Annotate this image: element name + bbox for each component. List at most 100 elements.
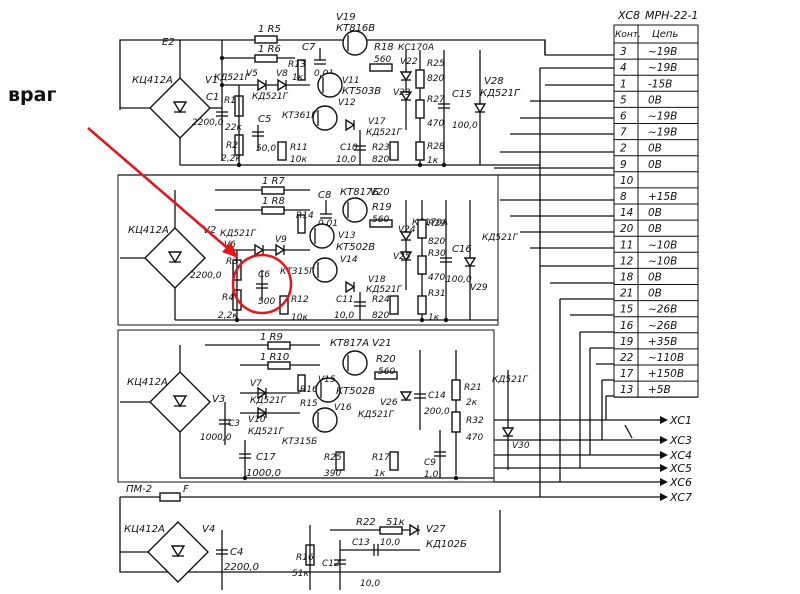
c14-value: 200,0 [424, 407, 450, 417]
connector-pin: 21 [620, 288, 633, 300]
c14-label: C14 [428, 391, 446, 401]
v4-label: V4 [202, 524, 215, 535]
connector-pin-header: Конт. [615, 30, 641, 40]
output-arrow [660, 464, 668, 472]
connector-pin: 22 [620, 352, 634, 364]
r1-label: R1 [224, 96, 236, 106]
c2-value: 2200,0 [190, 271, 222, 281]
c4-label: C4 [230, 547, 243, 558]
r23-label: R23 [372, 143, 390, 153]
section-3: КЦ412А V3 C3 1000,0 C17 1000,0 1 R9 1 R1… [117, 329, 530, 483]
r12-label: R12 [291, 295, 309, 305]
r27-value: 470 [427, 119, 444, 129]
v15-type: КТ502В [336, 386, 375, 397]
c13-label: C13 [352, 538, 370, 548]
v24-label: V24 [398, 225, 416, 235]
c9-label: C9 [424, 458, 436, 468]
v5-label: V5 [246, 69, 258, 79]
connector-circuit: +35B [648, 336, 677, 348]
c6-value: 500 [258, 297, 275, 307]
c17-label: C17 [256, 452, 276, 463]
c6-label: C6 [258, 270, 270, 280]
v19-label: V19 [336, 12, 356, 23]
v25-label: V25 [393, 252, 411, 262]
r3-label: R3 [226, 257, 238, 267]
v19-type: КТ816В [336, 23, 375, 34]
r30-value: 470 [428, 273, 445, 283]
r25b-value: 390 [324, 469, 341, 479]
connector-circuit: 0B [648, 159, 662, 171]
c12-value: 10,0 [360, 579, 380, 589]
v29-label: V29 [470, 283, 488, 293]
c10-label: C10 [340, 143, 358, 153]
r16b-label: R16 [296, 553, 314, 563]
c8-label: C8 [318, 190, 331, 201]
v28-label: V28 [484, 76, 504, 87]
r9-label: 1 R9 [260, 332, 283, 343]
v14-type: КТ315Г [280, 267, 315, 277]
v29-type: КД521Г [482, 233, 519, 243]
red-annotation: враг [8, 84, 293, 315]
output-arrow [660, 436, 668, 444]
r31-label: R31 [428, 289, 446, 299]
connector-pin: 5 [620, 94, 627, 106]
output-arrow [660, 451, 668, 459]
c1-value: 2200,0 [192, 118, 224, 128]
r28-value: 1к [427, 156, 439, 166]
r25-value: 820 [427, 74, 444, 84]
r20-label: R20 [376, 354, 396, 365]
v7-type: КД521Г [250, 396, 287, 406]
fuse-group-label: ПМ-2 [126, 484, 152, 495]
connector-circuit: +150B [648, 368, 684, 380]
r23-value: 820 [372, 155, 389, 165]
r21-value: 2к [466, 398, 478, 408]
r28-label: R28 [427, 142, 445, 152]
connector-circuit: +15B [648, 191, 677, 203]
v23-label: V23 [393, 88, 411, 98]
c7-label: C7 [302, 42, 316, 53]
connector-pin: 18 [620, 272, 634, 284]
r14-label: R14 [296, 211, 314, 221]
r19-label: R19 [372, 202, 392, 213]
r25-label: R25 [427, 59, 445, 69]
v8-type: КД521Г [252, 92, 289, 102]
connector-circuit: ~19B [648, 62, 677, 74]
v13-label: V13 [338, 231, 356, 241]
r20-value: 560 [378, 367, 395, 377]
v12-label: V12 [338, 98, 356, 108]
r27-label: R27 [427, 95, 445, 105]
v20-label: V20 [370, 187, 390, 198]
connector-circuit-header: Цепь [652, 29, 678, 40]
output-arrow [660, 478, 668, 486]
annotation-arrowhead [222, 242, 238, 258]
connector-pin: 19 [620, 336, 634, 348]
v18-type: КД521Г [366, 285, 403, 295]
annotation-arrow [87, 127, 233, 253]
v1-label: V1 [205, 75, 218, 86]
output-arrow [660, 493, 668, 501]
output-label: XC6 [669, 476, 692, 489]
v30-label: V30 [512, 441, 530, 451]
connector-circuit: ~19B [648, 46, 677, 58]
connector-pin: 1 [620, 78, 627, 90]
connector-pin: 20 [620, 223, 634, 235]
v20-type: КТ817Б [340, 187, 379, 198]
connector-circuit: 0B [648, 288, 662, 300]
c16-value: 100,0 [446, 275, 472, 285]
r12-value: 10к [291, 313, 308, 323]
v21-label: V21 [372, 338, 392, 349]
connector-part: MPH-22-1 [645, 9, 698, 22]
v30-type: КД521Г [492, 375, 529, 385]
r32-value: 470 [466, 433, 483, 443]
v5-type: КД521Г [214, 73, 251, 83]
c1-label: C1 [206, 92, 219, 103]
c10-value: 10,0 [336, 155, 356, 165]
v3-label: V3 [212, 394, 225, 405]
connector-circuit: ~19B [648, 111, 677, 123]
v22-type: КС170А [398, 43, 434, 53]
connector-designator: XC8 [617, 9, 640, 22]
r18-value: 560 [374, 55, 391, 65]
r8-label: 1 R8 [262, 196, 285, 207]
v14-label: V14 [340, 255, 358, 265]
